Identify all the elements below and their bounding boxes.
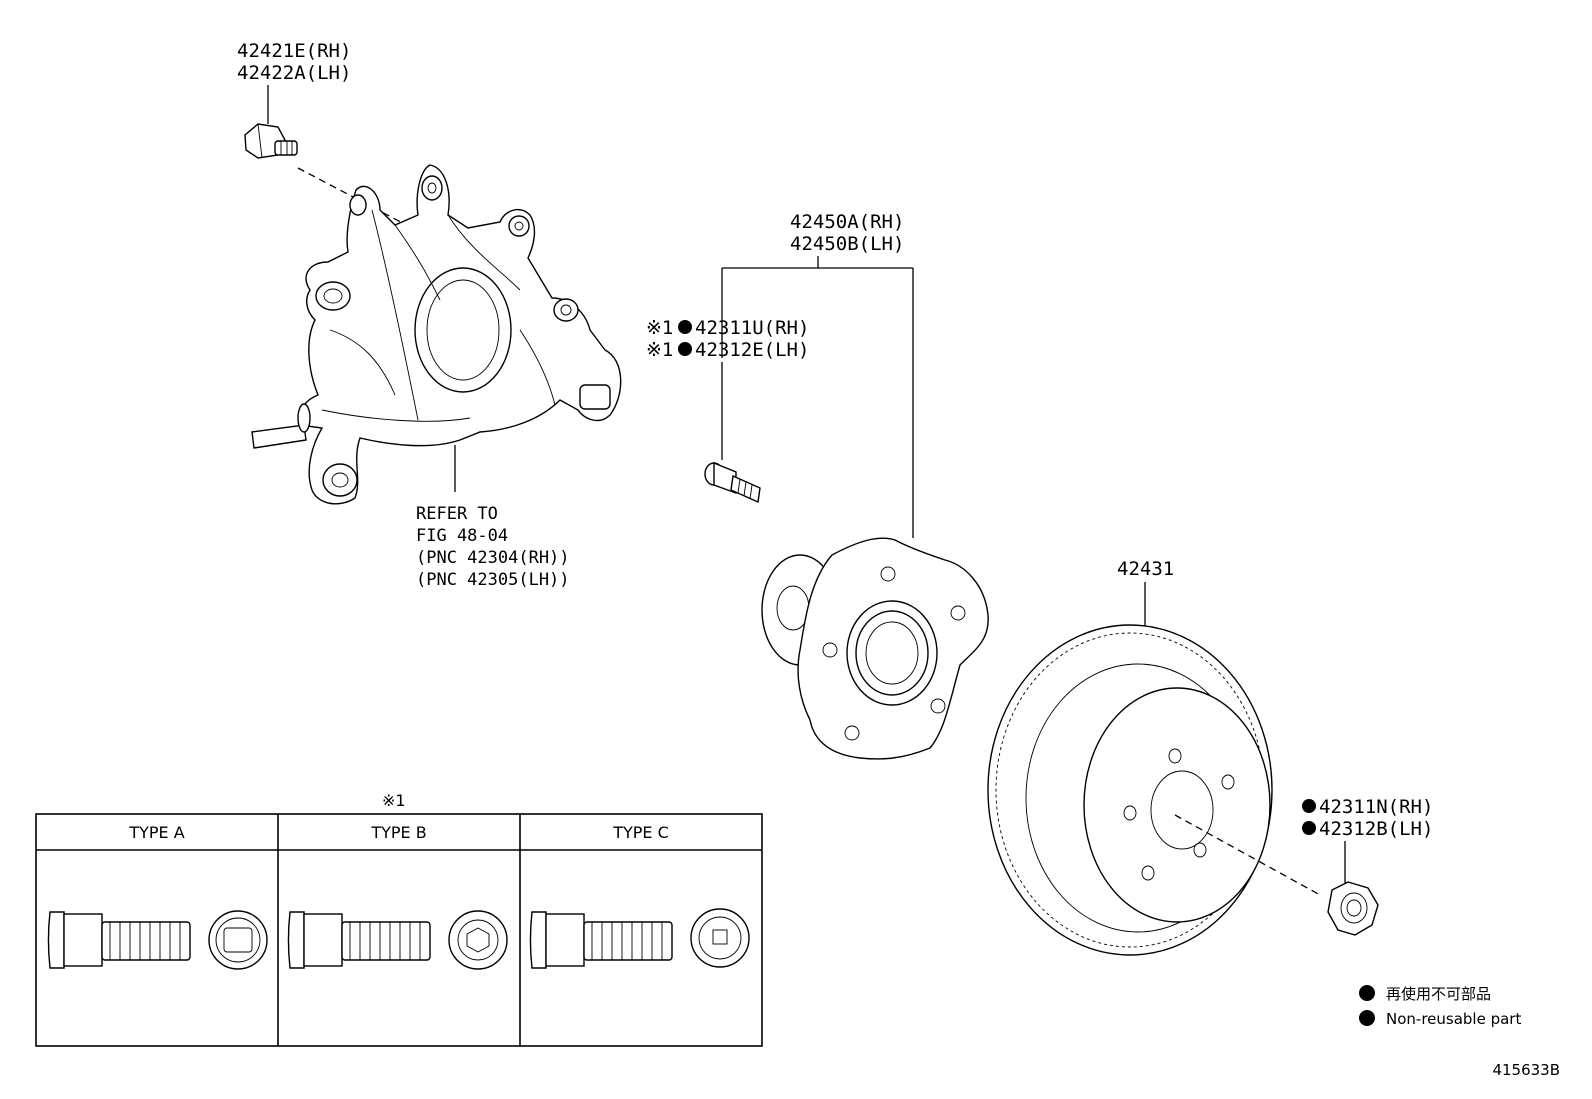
stud-mark-1: ※1 bbox=[646, 317, 673, 339]
refer-line-1: REFER TO bbox=[416, 504, 498, 524]
hub-stud-part bbox=[704, 461, 761, 504]
brake-disc bbox=[987, 624, 1273, 956]
hub-bearing-assembly bbox=[761, 537, 989, 760]
knuckle-bolt-part bbox=[244, 123, 298, 159]
steering-knuckle bbox=[251, 164, 622, 505]
callout-hub: 42450A(RH) 42450B(LH) bbox=[721, 211, 914, 538]
disc-label: 42431 bbox=[1117, 558, 1174, 580]
stud-mark-2: ※1 bbox=[646, 339, 673, 361]
refer-line-2: FIG 48-04 bbox=[416, 526, 508, 546]
nut-axis-line bbox=[1174, 814, 1321, 896]
legend-jp: 再使用不可部品 bbox=[1386, 985, 1491, 1003]
callout-knuckle-bolt: 42421E(RH) 42422A(LH) bbox=[237, 40, 351, 124]
figure-id: 415633B bbox=[1492, 1061, 1560, 1079]
non-reusable-dot-icon bbox=[1302, 799, 1316, 813]
hub-rh-label: 42450A(RH) bbox=[790, 211, 904, 233]
types-table: ※1 TYPE A TYPE B TYPE C bbox=[35, 791, 763, 1047]
bolt-rh-label: 42421E(RH) bbox=[237, 40, 351, 62]
nut-rh-label: 42311N(RH) bbox=[1319, 796, 1433, 818]
callout-hub-nut: 42311N(RH) 42312B(LH) bbox=[1302, 796, 1433, 885]
type-c-header: TYPE C bbox=[612, 823, 669, 842]
hub-nut-part bbox=[1327, 881, 1379, 936]
non-reusable-dot-icon bbox=[1359, 1010, 1375, 1026]
type-a-stud bbox=[47, 910, 268, 970]
non-reusable-dot-icon bbox=[678, 342, 692, 356]
nut-lh-label: 42312B(LH) bbox=[1319, 818, 1433, 840]
legend-en: Non-reusable part bbox=[1386, 1010, 1521, 1028]
type-a-header: TYPE A bbox=[128, 823, 184, 842]
non-reusable-dot-icon bbox=[1359, 985, 1375, 1001]
non-reusable-dot-icon bbox=[678, 320, 692, 334]
callout-disc: 42431 bbox=[1117, 558, 1174, 630]
type-b-stud bbox=[287, 910, 508, 970]
types-table-marker: ※1 bbox=[382, 791, 406, 810]
type-b-header: TYPE B bbox=[370, 823, 426, 842]
type-c-stud bbox=[529, 908, 750, 969]
refer-line-4: (PNC 42305(LH)) bbox=[416, 570, 570, 590]
non-reusable-dot-icon bbox=[1302, 821, 1316, 835]
bolt-lh-label: 42422A(LH) bbox=[237, 62, 351, 84]
stud-lh-label: 42312E(LH) bbox=[695, 339, 809, 361]
callout-hub-stud: ※1 42311U(RH) ※1 42312E(LH) bbox=[646, 317, 809, 460]
legend: 再使用不可部品 Non-reusable part bbox=[1359, 985, 1521, 1028]
stud-rh-label: 42311U(RH) bbox=[695, 317, 809, 339]
callout-refer-to: REFER TO FIG 48-04 (PNC 42304(RH)) (PNC … bbox=[416, 445, 570, 590]
hub-lh-label: 42450B(LH) bbox=[790, 233, 904, 255]
refer-line-3: (PNC 42304(RH)) bbox=[416, 548, 570, 568]
